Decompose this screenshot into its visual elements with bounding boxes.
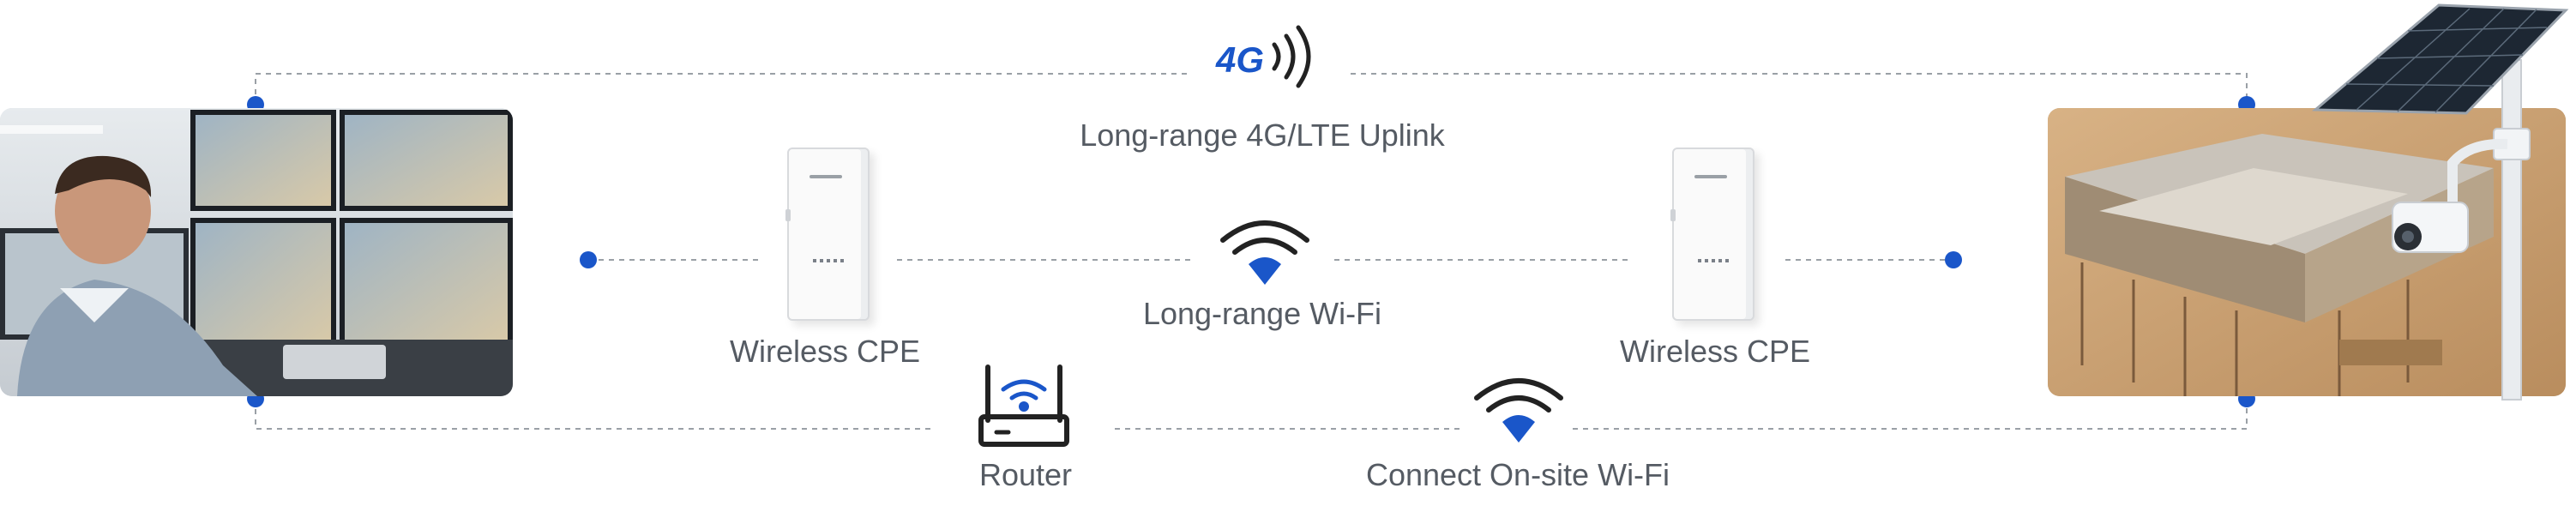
4g-signal-icon: 4G xyxy=(1216,24,1327,89)
endpoint-dot xyxy=(1945,251,1962,268)
4g-badge-text: 4G xyxy=(1216,39,1265,80)
uplink-4g-label: Long-range 4G/LTE Uplink xyxy=(1080,117,1445,153)
wireless-cpe-device-left xyxy=(785,148,870,321)
uplink-line-right xyxy=(1351,73,2248,105)
router-line-left xyxy=(255,399,931,430)
wireless-cpe-device-right xyxy=(1670,148,1754,321)
construction-site-photo xyxy=(2048,108,2566,396)
onsite-wifi-label: Connect On-site Wi-Fi xyxy=(1365,457,1670,492)
endpoint-dot xyxy=(580,251,597,268)
monitoring-room-photo xyxy=(0,108,513,396)
longrange-wifi-label: Long-range Wi-Fi xyxy=(1142,296,1382,331)
cpe-left-label: Wireless CPE xyxy=(729,334,921,369)
cpe-right-label: Wireless CPE xyxy=(1619,334,1811,369)
uplink-line-left xyxy=(255,73,1190,105)
wifi-icon xyxy=(1220,220,1309,285)
solar-camera-pole xyxy=(2312,3,2569,401)
onsite-line-right xyxy=(1573,399,2248,430)
router-icon xyxy=(978,364,1069,447)
router-label: Router xyxy=(978,457,1073,492)
wifi-icon xyxy=(1474,378,1563,443)
solar-panel xyxy=(2312,3,2569,115)
